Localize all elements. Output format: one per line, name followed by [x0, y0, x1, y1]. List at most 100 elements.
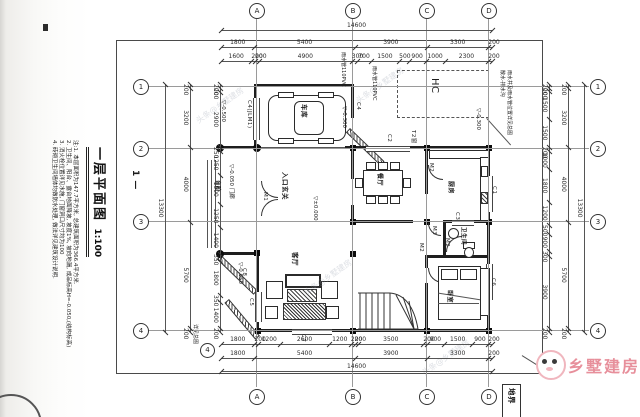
dim-value-bottom_overall: 14600: [346, 363, 367, 370]
dim-value-bottom_detail: 200: [488, 336, 500, 343]
room-label-dining: 餐厅: [376, 173, 383, 187]
dim-value-bottom_major: 1800: [230, 350, 246, 357]
sofa: [283, 303, 326, 320]
chair: [355, 178, 363, 188]
dim-value-left_major: 4000: [182, 177, 189, 193]
opening-label-c6: C6: [490, 278, 496, 287]
car-wheel: [318, 92, 334, 98]
kitchen-sink: [481, 166, 488, 177]
chair: [378, 196, 388, 204]
dim-line-left_detail: [220, 84, 221, 332]
grid-bubble-left-3: 3: [133, 214, 149, 230]
grid-bubble-bottom-B: B: [345, 389, 361, 405]
level-marker-lv500: ▽-0.500: [220, 100, 226, 122]
opening-label-hc: HC: [429, 78, 440, 94]
dim-line-top_overall: [221, 30, 492, 31]
dim-line-left_overall: [165, 84, 166, 332]
window: [366, 146, 410, 152]
dim-value-right_detail: 1800: [541, 178, 548, 194]
dim-value-bottom_major: 5400: [296, 350, 313, 357]
dim-value-bottom_detail: 1200: [332, 336, 348, 343]
property-boundary: [116, 40, 543, 374]
staircase: [358, 292, 419, 330]
grid-bubble-right-3: 3: [590, 214, 606, 230]
armchair: [266, 281, 283, 299]
wall: [443, 223, 446, 257]
opening-label-c7: C7: [300, 334, 306, 343]
dresser: [480, 268, 490, 316]
drawing-title-text: 一层平面图: [91, 147, 106, 223]
brand-watermark: 乡墅建房: [568, 357, 640, 376]
dim-value-left_major: 3200: [182, 109, 189, 126]
grid-bubble-bottom-D: D: [481, 389, 497, 405]
coffee-table: [287, 289, 317, 302]
wall: [425, 255, 490, 258]
wall: [219, 252, 259, 255]
logo-eye: [552, 359, 557, 364]
room-label-bath: 卫生间: [460, 227, 466, 246]
opening-label-c8: C8: [241, 268, 247, 277]
dim-value-bottom_detail: 2600: [296, 336, 313, 343]
dim-value-top_detail: 4900: [297, 53, 313, 60]
grid-bubble-left-2: 2: [133, 141, 149, 157]
dim-value-bottom_detail: 3500: [383, 336, 399, 343]
dim-line-right_major: [568, 84, 569, 332]
wall: [354, 146, 490, 149]
dim-value-right_overall: 13300: [576, 198, 583, 218]
dim-value-top_detail: 2300: [458, 53, 475, 60]
car-wheel: [278, 138, 294, 144]
grid-line-col-C: [426, 19, 427, 387]
grid-line-col-A: [256, 19, 257, 387]
dim-value-bottom_detail: 1200: [261, 336, 277, 343]
drawing-scale: 1:100: [92, 228, 102, 258]
dim-value-right_major: 5700: [560, 267, 567, 283]
grid-bubble-right-1: 1: [590, 79, 606, 95]
annotation-rain1: 雨水管110PVC: [340, 52, 346, 87]
opening-label-m2b: M2: [444, 238, 450, 248]
dim-value-top_major: 1800: [230, 39, 246, 46]
dim-value-top_major: 3300: [450, 39, 466, 46]
column: [350, 219, 356, 225]
column: [254, 250, 260, 256]
dim-line-bottom_overall: [221, 371, 492, 372]
kitchen-stove: [481, 192, 488, 204]
dim-value-top_detail: 700: [358, 53, 370, 60]
dim-value-bottom_major: 200: [488, 350, 500, 357]
column: [486, 328, 492, 334]
dim-value-top_detail: 900: [411, 53, 423, 60]
dim-value-top_detail: 1500: [377, 53, 393, 60]
grid-bubble-top-C: C: [419, 3, 435, 19]
dim-value-right_detail: 1500: [541, 97, 548, 113]
opening-label-c1: C1: [491, 186, 497, 195]
bathroom-sink: [448, 228, 459, 239]
grid-line-row-2: [148, 148, 589, 149]
dim-value-right_detail: 3900: [541, 284, 548, 300]
opening-label-m2c: M2: [418, 243, 424, 253]
room-label-bed: 卧室: [446, 290, 453, 304]
step-line: [211, 160, 212, 248]
boundary-label: 地界: [507, 388, 516, 404]
room-label-garage: 车库: [300, 104, 308, 118]
grid-bubble-left-4: 4: [133, 323, 149, 339]
dim-value-top_major: 3900: [383, 39, 399, 46]
opening-label-c3: C3: [454, 212, 460, 221]
step-line: [215, 160, 216, 248]
corner-detail-circle: [0, 394, 42, 417]
grid-line-col-B: [352, 19, 353, 387]
garage-door-line: [261, 147, 347, 148]
level-marker-lv300g: ▽-0.300: [341, 106, 347, 128]
chair: [378, 162, 388, 170]
chair: [366, 162, 376, 170]
armchair: [321, 281, 338, 299]
dim-line-top_major: [221, 47, 492, 48]
dim-value-bottom_major: 3900: [383, 350, 399, 357]
chair: [366, 196, 376, 204]
dim-value-top_major: 5400: [296, 39, 313, 46]
chair: [403, 178, 411, 188]
section-mark: 1 —: [130, 170, 140, 190]
grid-bubble-corner-4: 4: [200, 343, 215, 358]
note-line-2: 2. 卫生间、阳台、露台地面降坡, 坡度1%, 坡向地漏, 成品标高H=-0.0…: [65, 140, 71, 348]
opening-label-m1: M1: [262, 192, 268, 202]
room-label-living: 客厅: [291, 252, 299, 266]
bed-fold-line: [438, 303, 479, 304]
